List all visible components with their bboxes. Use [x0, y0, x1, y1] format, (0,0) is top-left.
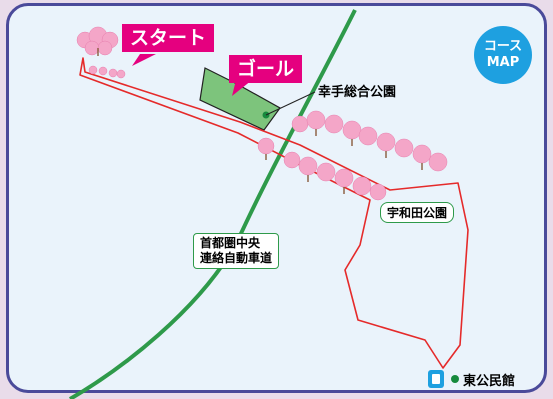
kouen1-label: 幸手総合公園 — [318, 85, 397, 100]
goal-callout-tail — [232, 80, 252, 96]
course-map-badge: コース MAP — [474, 26, 532, 84]
start-callout: スタート — [122, 24, 215, 52]
hall-pin — [451, 375, 459, 383]
badge-line1: コース — [483, 39, 523, 54]
expressway-label: 首都圏中央 連絡自動車道 — [193, 233, 280, 269]
hall-label: 東公民館 — [463, 374, 516, 389]
toilet-icon — [428, 370, 444, 388]
expressway-label-line1: 首都圏中央 — [200, 236, 261, 250]
goal-callout: ゴール — [229, 55, 303, 83]
park-leader-line — [265, 91, 316, 116]
kouen2-label: 宇和田公園 — [380, 202, 455, 223]
expressway-line — [68, 9, 357, 399]
tree-trunks — [97, 48, 423, 194]
badge-line2: MAP — [486, 55, 520, 70]
expressway-label-line2: 連絡自動車道 — [200, 251, 273, 265]
start-callout-tail — [132, 54, 156, 66]
cherry-blossom-icon — [76, 26, 448, 201]
